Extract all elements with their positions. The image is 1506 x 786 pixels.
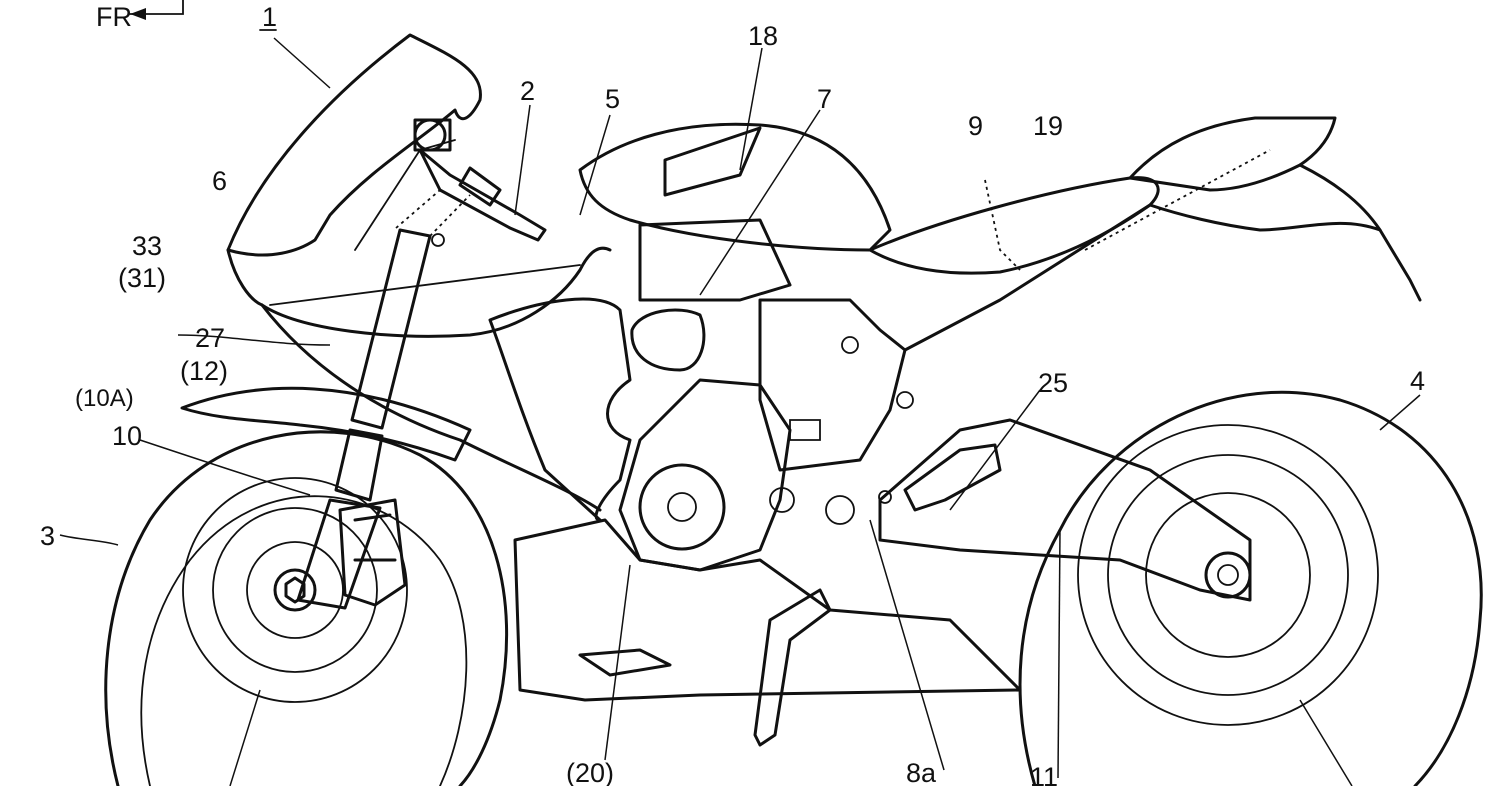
orientation-arrowhead (130, 8, 146, 20)
label-19: 19 (1033, 111, 1063, 141)
label-10: 10 (112, 421, 142, 451)
part-labels: 1 2 5 18 7 9 19 6 33 (31) 27 (12) (10A) … (40, 2, 1425, 786)
label-8a: 8a (906, 758, 937, 786)
rear-set-plate (903, 443, 1002, 512)
label-6: 6 (212, 166, 227, 196)
label-12-paren: (12) (180, 356, 228, 386)
label-5: 5 (605, 84, 620, 114)
frame-pivot-area (758, 298, 907, 472)
handlebar (413, 118, 547, 247)
label-33: 33 (132, 231, 162, 261)
label-2: 2 (520, 76, 535, 106)
orientation-arrow-line (129, 0, 184, 15)
front-fender (180, 386, 472, 462)
swingarm (878, 418, 1252, 602)
engine (618, 336, 914, 572)
orientation-indicator: FR (96, 0, 184, 32)
label-7: 7 (817, 84, 832, 114)
label-11: 11 (1030, 762, 1058, 786)
label-27: 27 (195, 323, 225, 353)
seat-and-tail (868, 116, 1422, 352)
label-18: 18 (748, 21, 778, 51)
brake-caliper (338, 498, 407, 607)
label-9: 9 (968, 111, 983, 141)
side-stand (753, 588, 832, 747)
pivot-point (878, 490, 892, 504)
rear-wheel (1018, 390, 1483, 786)
fuel-tank (578, 122, 892, 372)
label-25: 25 (1038, 368, 1068, 398)
label-31-paren: (31) (118, 263, 166, 293)
side-fairing (488, 297, 632, 522)
label-4: 4 (1410, 366, 1425, 396)
orientation-label: FR (96, 2, 132, 32)
lower-fairing (513, 518, 1022, 702)
label-1: 1 (262, 2, 277, 32)
leader-lines (59, 37, 1421, 786)
front-wheel (104, 430, 509, 786)
label-10A-paren: (10A) (75, 385, 134, 412)
front-fork (296, 189, 471, 610)
label-3: 3 (40, 521, 55, 551)
label-20-paren: (20) (566, 758, 614, 786)
front-fairing (226, 33, 612, 512)
lower-fairing-vent (578, 648, 672, 677)
